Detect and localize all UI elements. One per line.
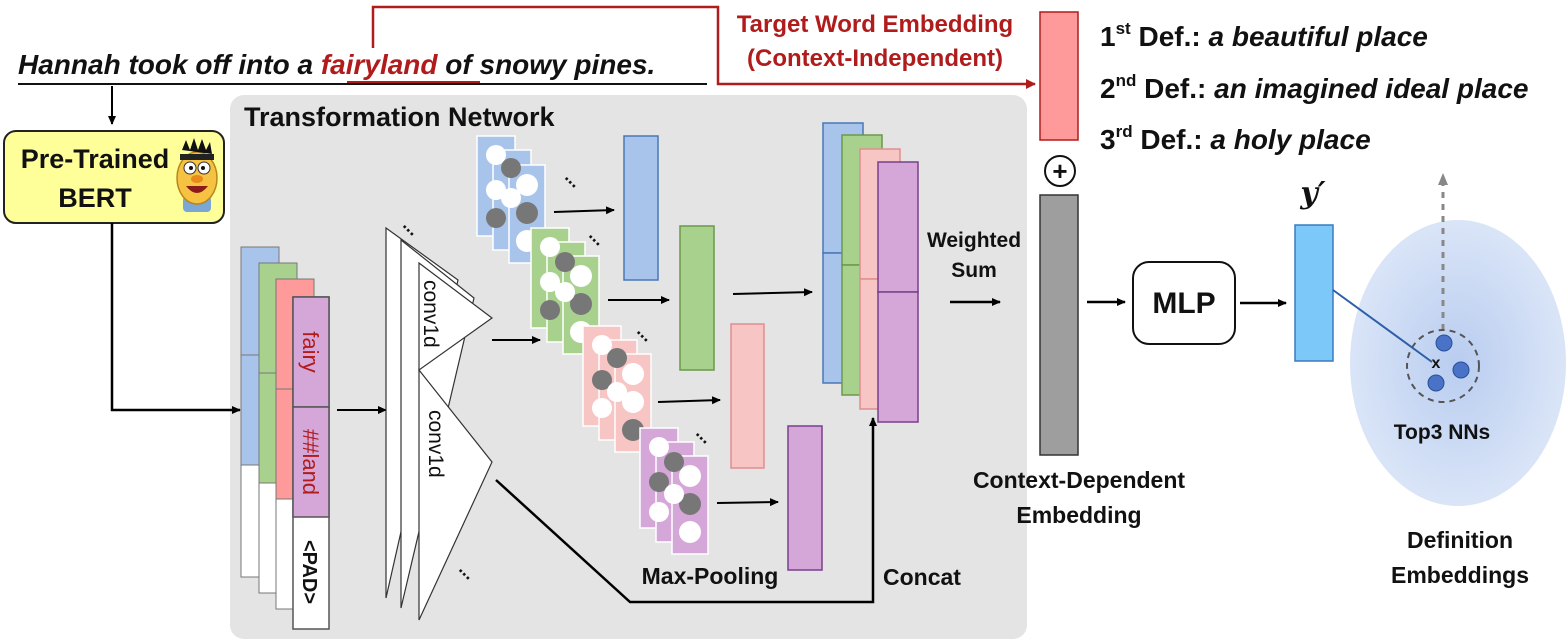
feature-maps-pink: [582, 325, 652, 453]
plus-sign: +: [1052, 156, 1067, 186]
pooled-purple: [787, 425, 823, 571]
context-dependent-vector: [1039, 194, 1079, 456]
definition-2: 2nd Def.: an imagined ideal place: [1100, 71, 1528, 104]
pool-arrow-pink: [657, 396, 721, 405]
nn-point-2: [1452, 361, 1470, 379]
y-prime-label: y′: [1299, 176, 1325, 211]
residual-arrow: [495, 417, 877, 604]
definition-3: 3rd Def.: a holy place: [1100, 122, 1371, 155]
sum-label: Sum: [951, 259, 997, 282]
top3-nns-label: Top3 NNs: [1394, 421, 1490, 444]
target-embedding-label-1: Target Word Embedding: [737, 11, 1013, 38]
context-dependent-label-1: Context-Dependent: [973, 467, 1185, 493]
bert-label-1: Pre-Trained: [21, 144, 170, 174]
bert-face-icon: [176, 138, 218, 212]
definition-embeddings-label-1: Definition: [1407, 527, 1513, 553]
target-embedding-vector: [1039, 11, 1079, 141]
input-sentence: Hannah took off into a fairyland of snow…: [18, 49, 655, 80]
y-to-nn-line: [1332, 289, 1433, 363]
pooled-blue: [623, 135, 659, 281]
target-word: fairyland: [321, 49, 439, 80]
definition-embeddings-label-2: Embeddings: [1391, 562, 1529, 588]
token-pad: <PAD>: [298, 540, 320, 604]
bert-label-2: BERT: [58, 183, 132, 213]
weighted-label: Weighted: [927, 229, 1021, 252]
bert-to-tokens-arrow: [110, 223, 241, 414]
pool-arrow-purple: [716, 498, 779, 507]
bert-box: [3, 130, 225, 224]
target-word-arrow: [371, 5, 1036, 89]
conv1d-label-1: conv1d: [419, 280, 442, 348]
token-land: ##land: [298, 429, 323, 495]
plus-circle: [1044, 155, 1076, 187]
pooled-pink: [730, 323, 765, 469]
token-fairy: fairy: [298, 331, 323, 373]
definition-1: 1st Def.: a beautiful place: [1100, 19, 1428, 52]
token-stack-purple: [292, 296, 330, 630]
concat-stacks: [822, 122, 919, 423]
nn-circle: [1406, 329, 1480, 403]
feature-maps-purple: [639, 427, 709, 555]
y-prime-vector: [1294, 224, 1334, 362]
pooled-green: [679, 225, 715, 371]
transformation-network-title: Transformation Network: [244, 102, 556, 132]
conv1d-label-2: conv1d: [424, 410, 447, 478]
target-embedding-label-2: (Context-Independent): [747, 45, 1003, 72]
context-dependent-label-2: Embedding: [1016, 502, 1141, 528]
nn-point-1: [1435, 334, 1453, 352]
to-concat-arrow: [732, 288, 813, 297]
concat-label: Concat: [883, 564, 961, 590]
feature-maps-blue: [476, 135, 546, 264]
nn-point-3: [1427, 374, 1445, 392]
mlp-box: [1132, 261, 1236, 345]
nn-x-mark: x: [1432, 355, 1441, 372]
pool-arrow-blue: [553, 206, 615, 215]
mlp-label: MLP: [1152, 287, 1215, 320]
max-pooling-label: Max-Pooling: [642, 563, 779, 589]
conv-filters: [385, 226, 494, 621]
